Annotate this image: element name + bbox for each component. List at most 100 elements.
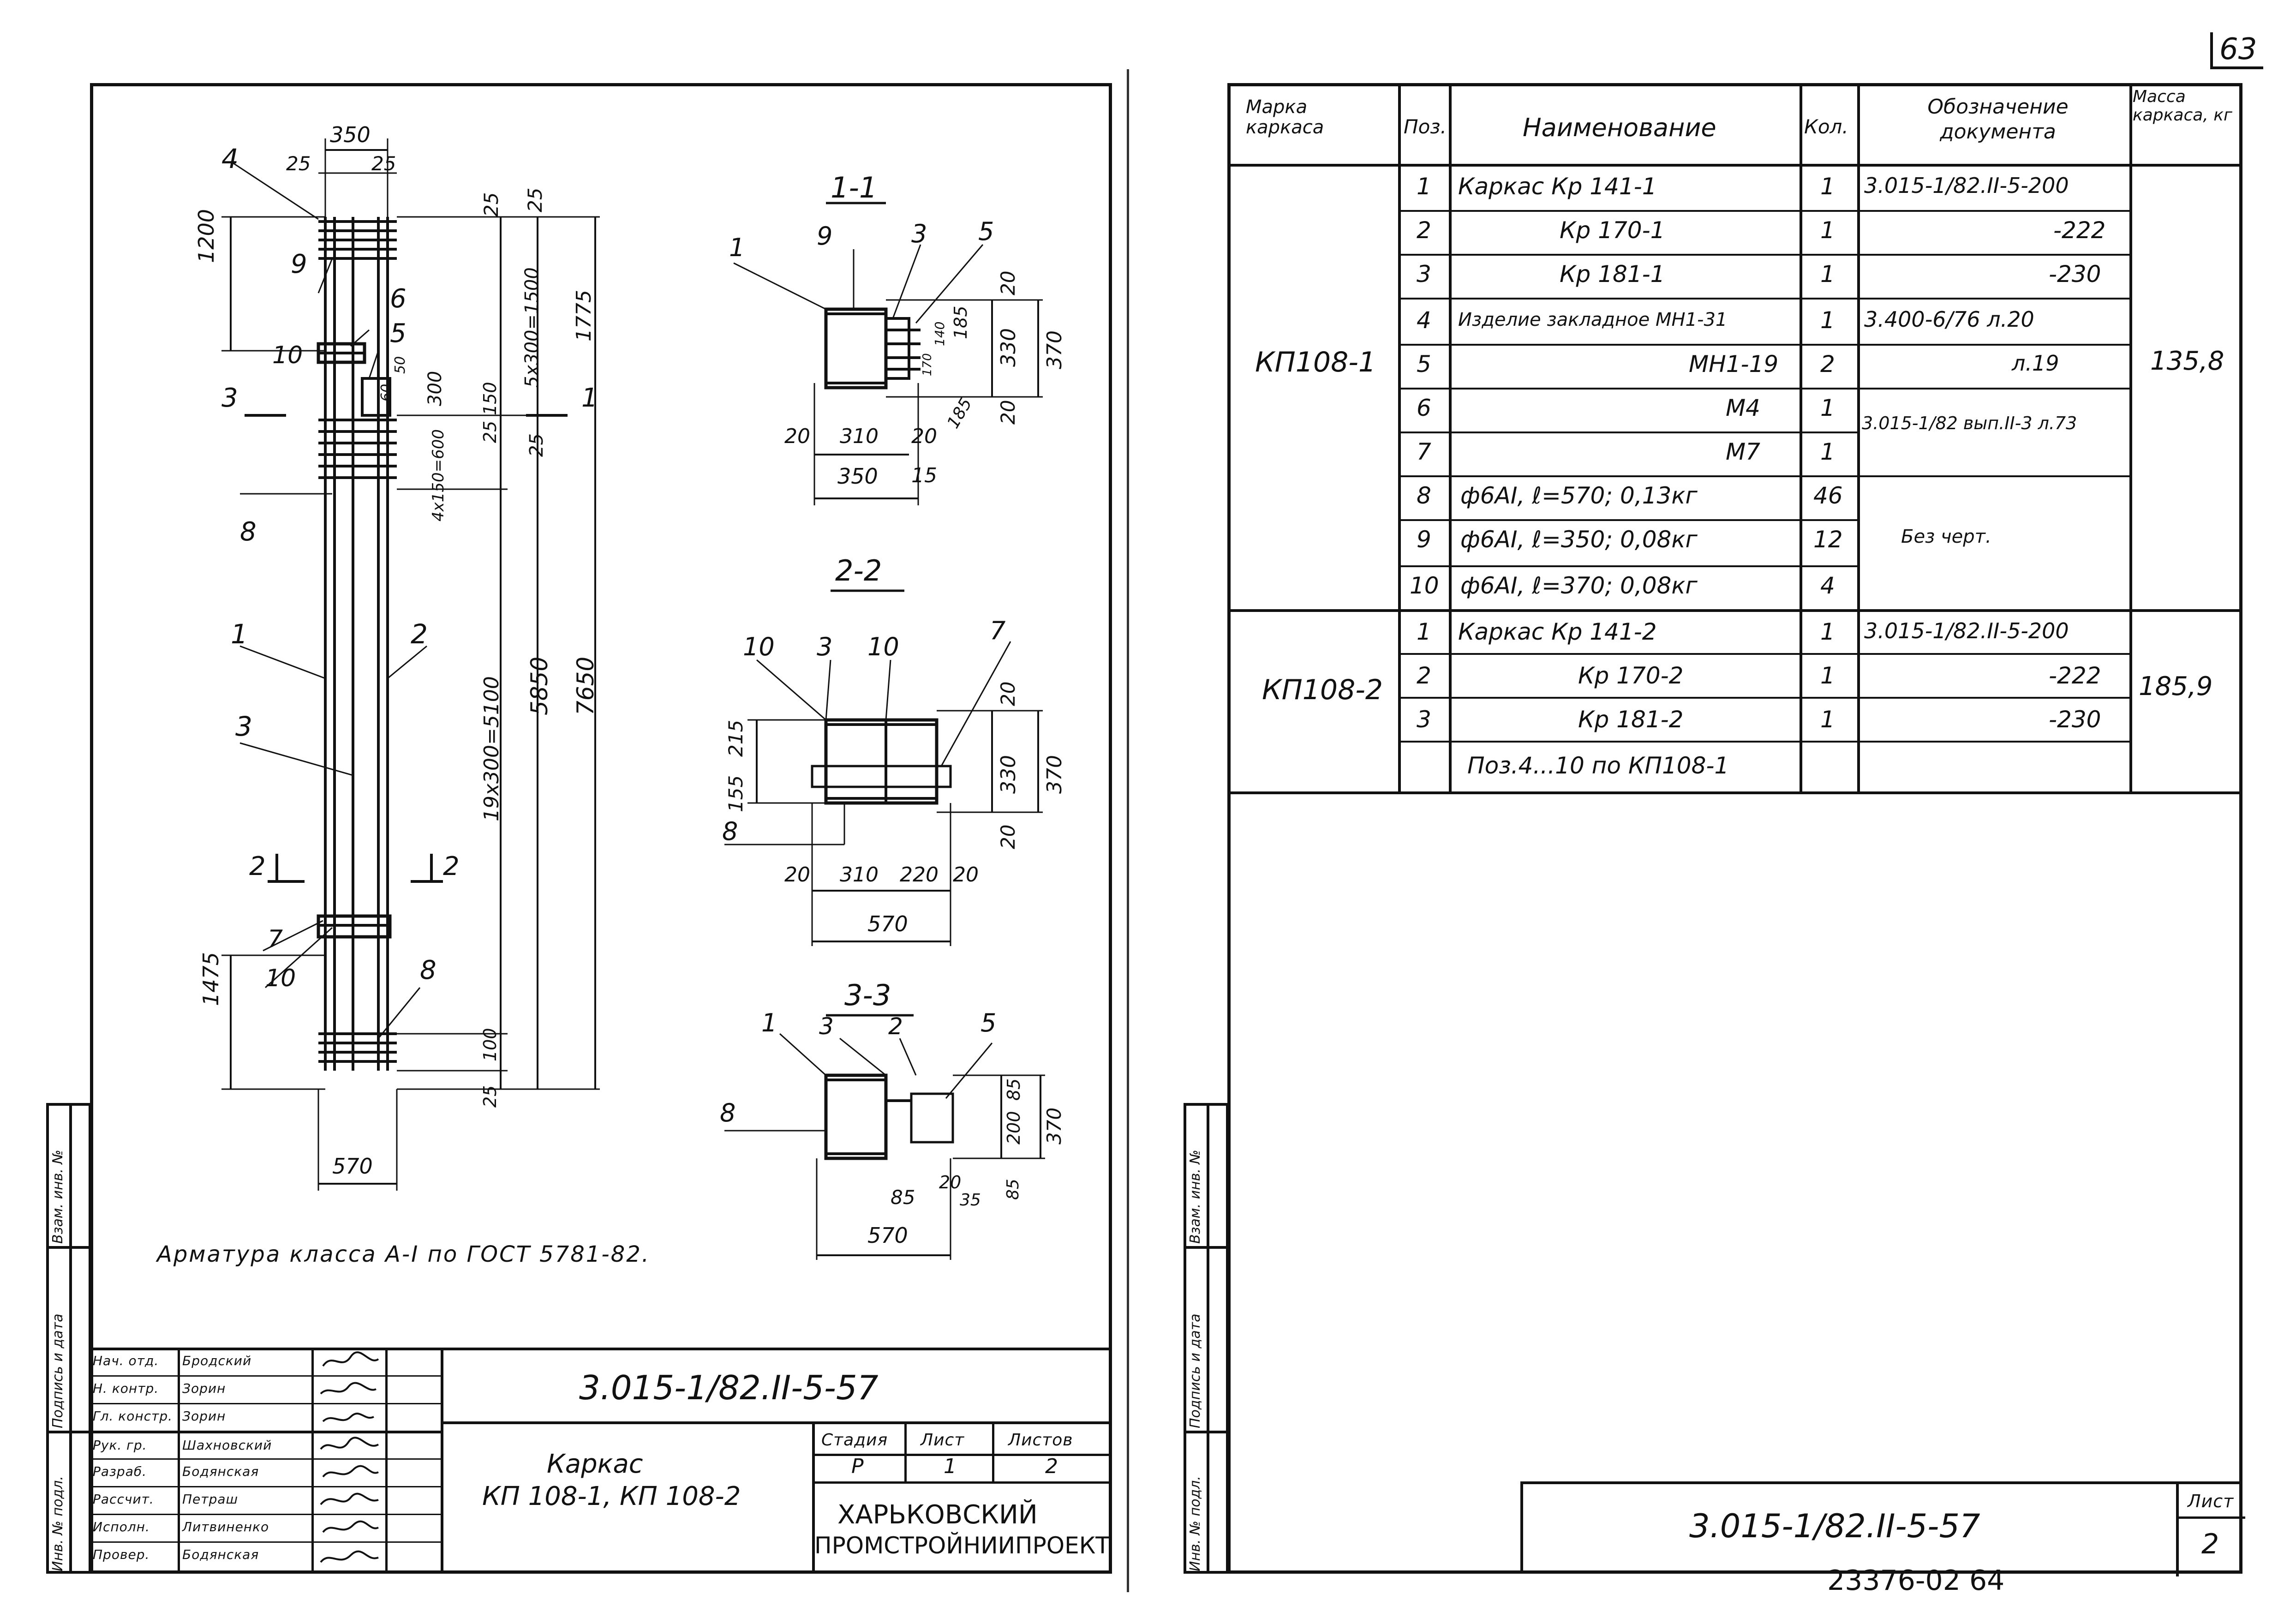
dim-19x300: 19x300=5100 — [480, 676, 503, 821]
right-doc-code: 3.015-1/82.II-5-57 — [1689, 1507, 1980, 1545]
row-qty: 2 — [1820, 351, 1835, 378]
sec22-mark: 8 — [722, 817, 738, 846]
sec11-mark: 1 — [729, 233, 745, 262]
sec33-dim: 570 — [867, 1223, 908, 1248]
sheet-label: Лист — [921, 1431, 965, 1450]
row-pos: 2 — [1417, 662, 1431, 689]
sec11-dim: 370 — [1043, 330, 1066, 369]
dim-25c: 25 — [480, 420, 500, 443]
sheet-divider — [1127, 69, 1129, 1592]
row-pos: 8 — [1417, 482, 1431, 509]
sec33-mark: 3 — [819, 1013, 834, 1040]
dim-25b: 25 — [524, 187, 546, 212]
role-label: Гл. констр. — [93, 1408, 173, 1424]
group-mass: 185,9 — [2139, 671, 2213, 701]
role-label: Рассчит. — [93, 1492, 154, 1507]
sec22-mark: 7 — [990, 616, 1006, 645]
section-title-1-1: 1-1 — [831, 171, 878, 204]
row-name: ф6АI, ℓ=370; 0,08кг — [1460, 572, 1698, 599]
row-name: М7 — [1726, 438, 1760, 465]
dim-25a: 25 — [480, 192, 502, 217]
dim-top-width: 350 — [330, 122, 371, 147]
sec11-dim: 140 — [932, 321, 947, 346]
sec22-mark: 10 — [867, 632, 899, 661]
person-name: Шахновский — [182, 1438, 272, 1453]
sec22-dim: 20 — [953, 863, 979, 887]
row-qty: 1 — [1820, 706, 1835, 733]
row-name: Каркас Кр 141-2 — [1458, 618, 1657, 645]
strip-label-sign: Подпись и дата — [1187, 1313, 1203, 1429]
elev-mark: 3 — [235, 711, 252, 742]
sec11-dim: 15 — [911, 464, 937, 487]
dim-1200: 1200 — [194, 209, 219, 263]
row-doc: -230 — [2049, 261, 2101, 288]
sec11-mark: 5 — [978, 217, 994, 246]
dim-bottom-width: 570 — [332, 1154, 373, 1179]
person-name: Зорин — [182, 1408, 226, 1424]
row-name: ф6АI, ℓ=570; 0,13кг — [1460, 482, 1698, 509]
dim-5850: 5850 — [526, 656, 553, 715]
group-mark: КП108-2 — [1262, 674, 1383, 706]
page-number-top: 63 — [2210, 32, 2264, 69]
sec33-mark: 1 — [761, 1008, 777, 1037]
sec33-dim: 20 — [939, 1172, 962, 1193]
row-doc: 3.015-1/82 вып.II-3 л.73 — [1862, 413, 2077, 433]
dim-100: 100 — [480, 1028, 500, 1061]
dim-25e: 25 — [480, 1085, 500, 1108]
sec11-mark: 3 — [911, 219, 927, 248]
dim-300: 300 — [425, 371, 446, 406]
sec11-dim: 330 — [997, 328, 1020, 367]
row-doc: -222 — [2049, 662, 2101, 689]
header-mark: Марка каркаса — [1246, 96, 1324, 138]
row-name: Каркас Кр 141-1 — [1458, 173, 1657, 200]
row-pos: 9 — [1417, 526, 1431, 553]
sec22-dim: 310 — [840, 863, 879, 887]
row-doc: 3.400-6/76 л.20 — [1864, 307, 2034, 332]
right-sheet-label: Лист — [2188, 1491, 2234, 1511]
dim-50: 50 — [392, 356, 408, 374]
group-mass: 135,8 — [2150, 346, 2224, 376]
left-side-strip-divider — [46, 1431, 91, 1433]
elev-mark: 9 — [291, 249, 307, 279]
sheet-value: 1 — [944, 1455, 957, 1478]
sec11-dim: 185 — [951, 306, 971, 339]
dim-4x150: 4x150=600 — [429, 429, 448, 521]
person-name: Литвиненко — [182, 1519, 269, 1534]
sec22-dim: 20 — [784, 863, 810, 887]
sec22-mark: 3 — [817, 632, 833, 661]
sheets-value: 2 — [1045, 1455, 1058, 1478]
spec-table: Марка каркаса Поз. Наименование Кол. Обо… — [1227, 83, 2242, 803]
row-name: Кр 181-1 — [1560, 261, 1665, 288]
row-pos: 10 — [1410, 572, 1439, 599]
title-line1: Каркас — [547, 1449, 643, 1479]
right-side-strip-mid — [1207, 1103, 1209, 1574]
elev-mark: 4 — [221, 143, 239, 174]
elev-mark: 8 — [420, 955, 436, 985]
dim-top-right: 25 — [371, 152, 396, 175]
sec22-dim: 20 — [997, 681, 1019, 706]
row-pos: 3 — [1417, 706, 1431, 733]
row-qty: 1 — [1820, 438, 1835, 465]
elev-mark: 2 — [443, 851, 460, 881]
right-side-strip — [1184, 1103, 1229, 1574]
sec11-dim: 310 — [840, 425, 879, 448]
elev-mark: 1 — [581, 383, 598, 413]
dim-top-left: 25 — [286, 152, 311, 175]
row-pos: 7 — [1417, 438, 1431, 465]
row-doc: Без черт. — [1901, 526, 1991, 547]
sec11-dim: 20 — [997, 270, 1019, 295]
sec33-dim: 35 — [960, 1191, 981, 1210]
title-block: Нач. отд. Н. контр. Гл. констр. Рук. гр.… — [90, 1348, 1112, 1574]
title-line2: КП 108-1, КП 108-2 — [482, 1481, 741, 1511]
sec11-dim: 350 — [837, 464, 878, 489]
sec22-dim: 155 — [724, 775, 747, 812]
stage-label: Стадия — [821, 1431, 888, 1450]
row-name: М4 — [1726, 395, 1760, 421]
row-pos: 6 — [1417, 395, 1431, 421]
row-pos: 1 — [1417, 173, 1431, 200]
left-side-strip-divider — [46, 1246, 91, 1249]
strip-label-replace: Взам. инв. № — [1187, 1150, 1203, 1244]
header-qty: Кол. — [1804, 115, 1848, 138]
sec33-dim: 85 — [1004, 1179, 1022, 1200]
row-name: Кр 170-2 — [1578, 662, 1684, 689]
